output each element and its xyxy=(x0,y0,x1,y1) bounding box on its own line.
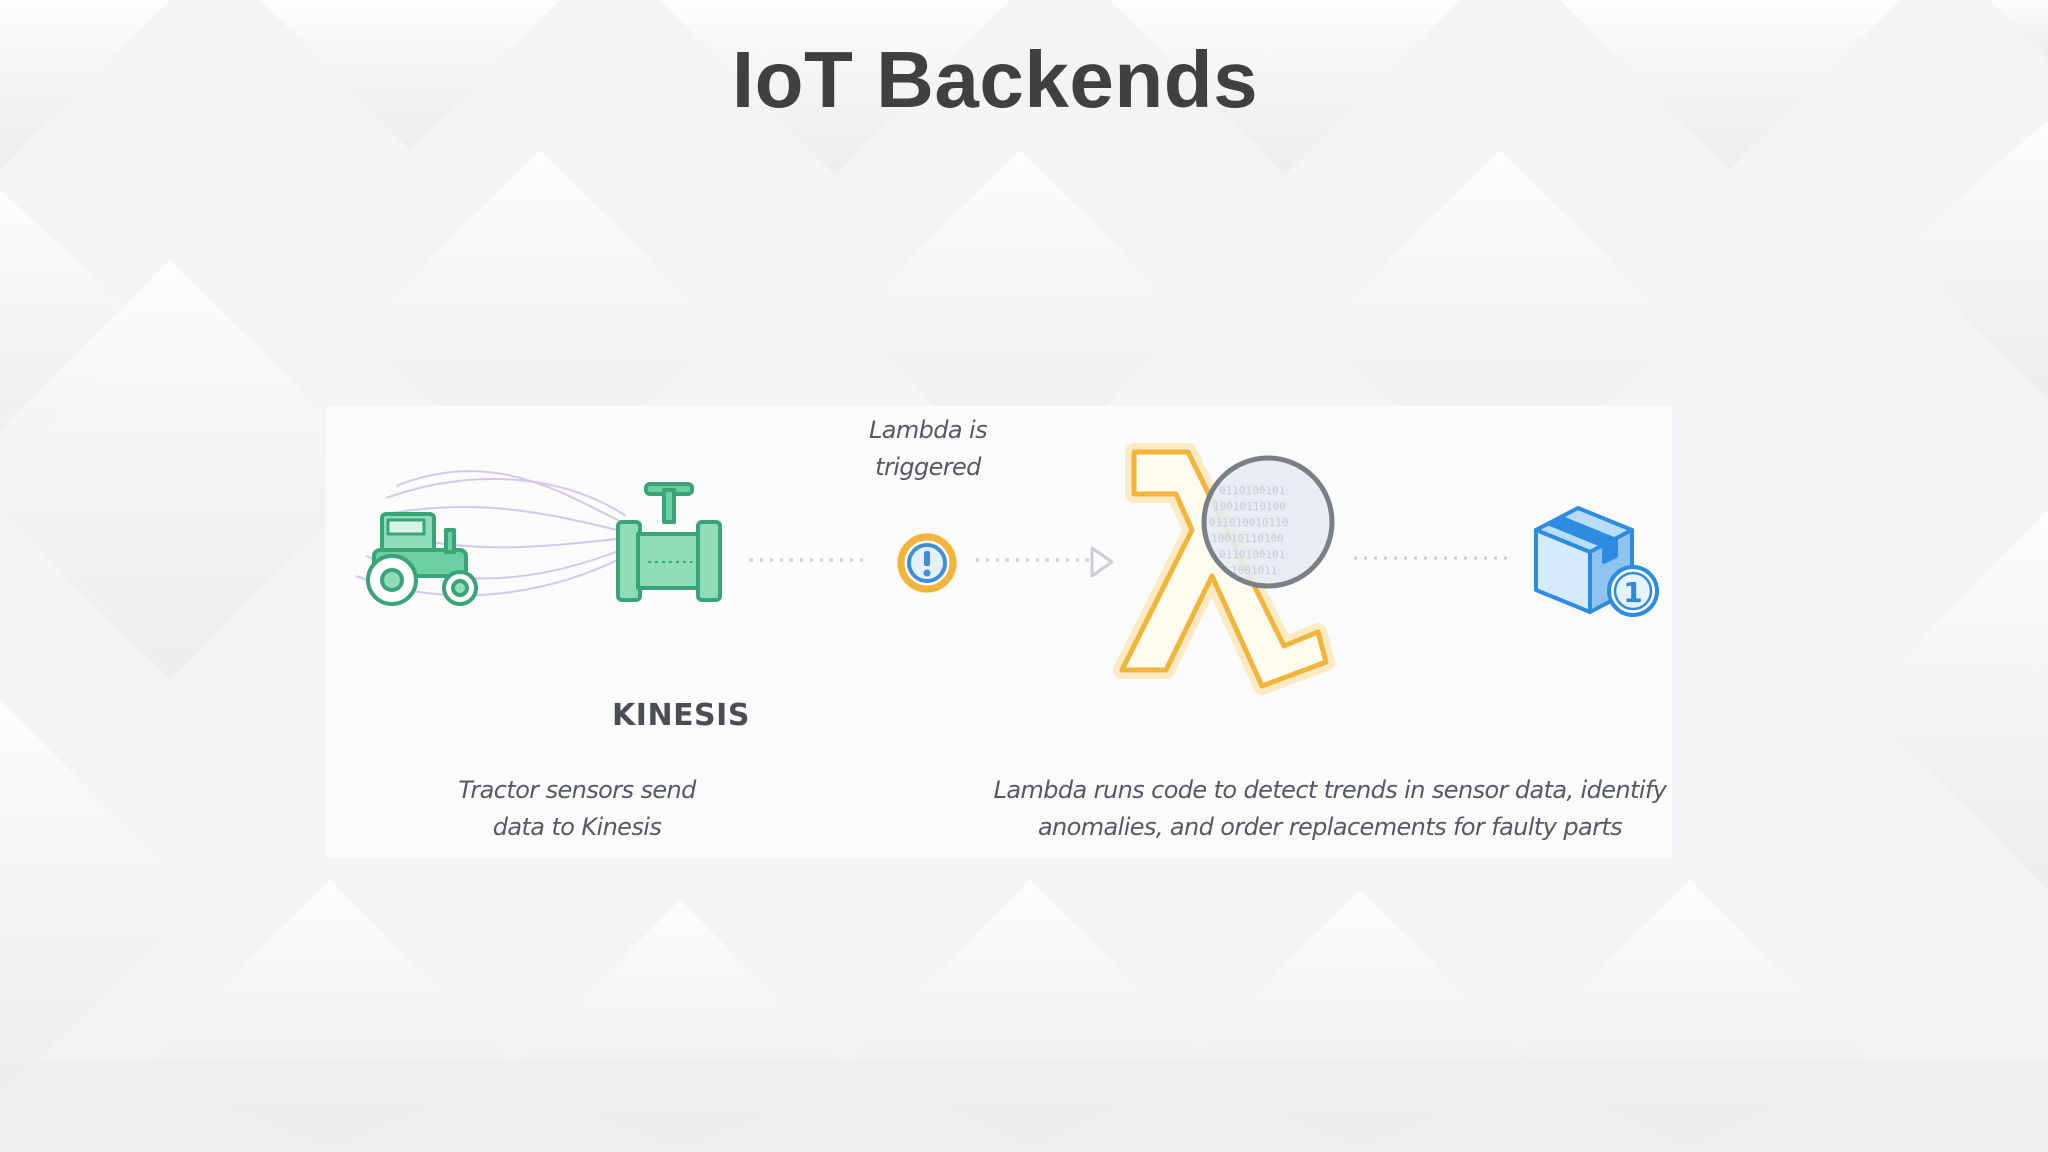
alert-icon xyxy=(897,533,957,593)
kinesis-label: KINESIS xyxy=(612,698,750,733)
kinesis-pipe-icon xyxy=(616,482,722,602)
svg-text:0110100101: 0110100101 xyxy=(1219,548,1285,561)
lambda-caption: Lambda runs code to detect trends in sen… xyxy=(980,772,1680,846)
arrowhead-icon xyxy=(1090,546,1114,578)
order-badge-number: 1 xyxy=(1623,576,1642,609)
package-icon xyxy=(1534,506,1634,614)
architecture-diagram: 0110100101 10010110100 011010010110 1001… xyxy=(355,443,1659,695)
trigger-caption-line2: triggered xyxy=(875,453,981,481)
trigger-caption-line1: Lambda is xyxy=(868,416,988,444)
lambda-caption-line1: Lambda runs code to detect trends in sen… xyxy=(993,776,1667,804)
magnifier-icon: 0110100101 10010110100 011010010110 1001… xyxy=(1201,455,1335,589)
lambda-caption-line2: anomalies, and order replacements for fa… xyxy=(1037,813,1623,841)
svg-text:1001011: 1001011 xyxy=(1231,564,1277,577)
sensor-caption-line2: data to Kinesis xyxy=(492,813,662,841)
svg-text:0110100101: 0110100101 xyxy=(1219,484,1285,497)
sensor-caption-line1: Tractor sensors send xyxy=(458,776,696,804)
tractor-icon xyxy=(366,512,478,606)
trigger-caption: Lambda is triggered xyxy=(836,412,1020,486)
svg-text:10010110100: 10010110100 xyxy=(1211,532,1284,545)
sensor-caption: Tractor sensors send data to Kinesis xyxy=(420,772,734,846)
svg-text:011010010110: 011010010110 xyxy=(1209,516,1288,529)
order-badge: 1 xyxy=(1607,565,1659,617)
diagram-panel xyxy=(326,406,1672,858)
slide-title: IoT Backends xyxy=(731,35,1259,124)
svg-text:10010110100: 10010110100 xyxy=(1213,500,1286,513)
